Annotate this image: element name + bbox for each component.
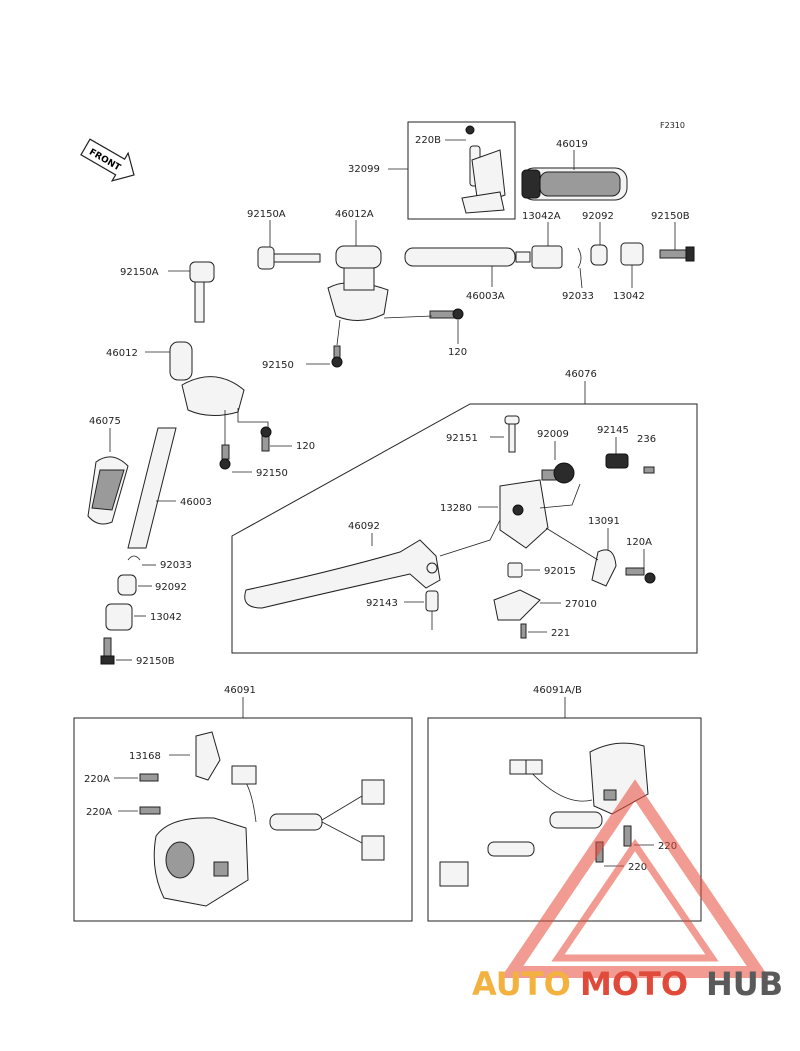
label-46003A: 46003A bbox=[466, 291, 505, 302]
figure-code: F2310 bbox=[660, 121, 685, 130]
label-13168: 13168 bbox=[129, 751, 161, 762]
label-92009: 92009 bbox=[537, 429, 569, 440]
label-46019: 46019 bbox=[556, 139, 588, 150]
bolt-92150A-top bbox=[257, 246, 321, 270]
bolt-120-mid bbox=[260, 426, 272, 452]
stopper-13168 bbox=[195, 731, 221, 781]
wire-harness-right bbox=[439, 759, 603, 887]
label-92150-top: 92150 bbox=[262, 360, 294, 371]
damper-92092-top bbox=[590, 244, 608, 266]
lever-46092 bbox=[244, 539, 441, 609]
watermark-auto: AUTO bbox=[472, 965, 571, 1003]
handlebar-46003A bbox=[404, 247, 531, 267]
label-92033-top: 92033 bbox=[562, 291, 594, 302]
bolt-92150-mid bbox=[219, 444, 231, 470]
weight-13042A bbox=[531, 245, 563, 269]
spring-92145 bbox=[605, 453, 655, 474]
handlebar-46003 bbox=[127, 427, 177, 549]
wire-harness-left bbox=[231, 765, 385, 861]
label-120A: 120A bbox=[626, 537, 652, 548]
watermark-logo bbox=[500, 779, 770, 978]
throttle-pulley bbox=[461, 125, 506, 214]
screw-220A-1 bbox=[139, 773, 159, 782]
label-46003: 46003 bbox=[180, 497, 212, 508]
label-92150B-top: 92150B bbox=[651, 211, 690, 222]
label-92145: 92145 bbox=[597, 425, 629, 436]
lever-holder-13280 bbox=[499, 479, 549, 549]
label-46091: 46091 bbox=[224, 685, 256, 696]
label-92143: 92143 bbox=[366, 598, 398, 609]
label-46012: 46012 bbox=[106, 348, 138, 359]
label-13042-left: 13042 bbox=[150, 612, 182, 623]
label-92151: 92151 bbox=[446, 433, 478, 444]
bolt-92150-top bbox=[331, 345, 343, 368]
label-92015: 92015 bbox=[544, 566, 576, 577]
label-92033-left: 92033 bbox=[160, 560, 192, 571]
bolt-120A bbox=[625, 567, 656, 584]
lever-box bbox=[231, 403, 698, 654]
label-92092-top: 92092 bbox=[582, 211, 614, 222]
label-220B: 220B bbox=[415, 135, 441, 146]
label-13042A: 13042A bbox=[522, 211, 561, 222]
switch-housing-left bbox=[153, 817, 249, 907]
adjuster-92009 bbox=[541, 462, 575, 484]
label-27010: 27010 bbox=[565, 599, 597, 610]
bolt-92150A-left bbox=[189, 261, 215, 323]
label-220A-2: 220A bbox=[86, 807, 112, 818]
screw-221 bbox=[520, 623, 527, 639]
weight-13042-left bbox=[105, 603, 133, 631]
label-221: 221 bbox=[551, 628, 570, 639]
weight-13042-top bbox=[620, 242, 644, 266]
bolt-92150B-left bbox=[100, 637, 115, 665]
label-46092: 46092 bbox=[348, 521, 380, 532]
label-120-mid: 120 bbox=[296, 441, 315, 452]
collar-92143 bbox=[425, 590, 439, 612]
holder-46012 bbox=[169, 341, 245, 416]
watermark-hub: HUB bbox=[706, 965, 783, 1003]
bolt-92150B-top bbox=[659, 246, 695, 262]
label-220A-1: 220A bbox=[84, 774, 110, 785]
front-arrow: FRONT bbox=[80, 138, 135, 182]
damper-92092-left bbox=[117, 574, 137, 596]
label-46091AB: 46091A/B bbox=[533, 685, 582, 696]
label-46012A: 46012A bbox=[335, 209, 374, 220]
label-92092-left: 92092 bbox=[155, 582, 187, 593]
label-92150A-top: 92150A bbox=[247, 209, 286, 220]
label-32099: 32099 bbox=[348, 164, 380, 175]
watermark-text: AUTO MOTO HUB bbox=[472, 965, 783, 1003]
switch-box-right bbox=[427, 717, 702, 922]
watermark-moto: MOTO bbox=[580, 965, 688, 1003]
bolt-120-top bbox=[429, 308, 464, 320]
screw-220A-2 bbox=[139, 806, 161, 815]
throttle-box bbox=[407, 121, 516, 220]
pivot-bolt-92151 bbox=[504, 415, 520, 453]
clamp-13091 bbox=[591, 549, 617, 587]
label-92150A-left: 92150A bbox=[120, 267, 159, 278]
screw-220-1 bbox=[623, 825, 632, 847]
label-13091: 13091 bbox=[588, 516, 620, 527]
holder-46012A bbox=[327, 245, 389, 321]
label-220-2: 220 bbox=[628, 862, 647, 873]
label-46076: 46076 bbox=[565, 369, 597, 380]
label-120-top: 120 bbox=[448, 347, 467, 358]
label-46075: 46075 bbox=[89, 416, 121, 427]
switch-27010 bbox=[493, 589, 541, 621]
label-13042-top: 13042 bbox=[613, 291, 645, 302]
label-236: 236 bbox=[637, 434, 656, 445]
left-grip bbox=[87, 456, 129, 525]
nut-92015 bbox=[507, 562, 523, 578]
label-92150-mid: 92150 bbox=[256, 468, 288, 479]
label-92150B-left: 92150B bbox=[136, 656, 175, 667]
label-13280: 13280 bbox=[440, 503, 472, 514]
switch-box-left bbox=[73, 717, 413, 922]
throttle-grip bbox=[521, 167, 628, 201]
